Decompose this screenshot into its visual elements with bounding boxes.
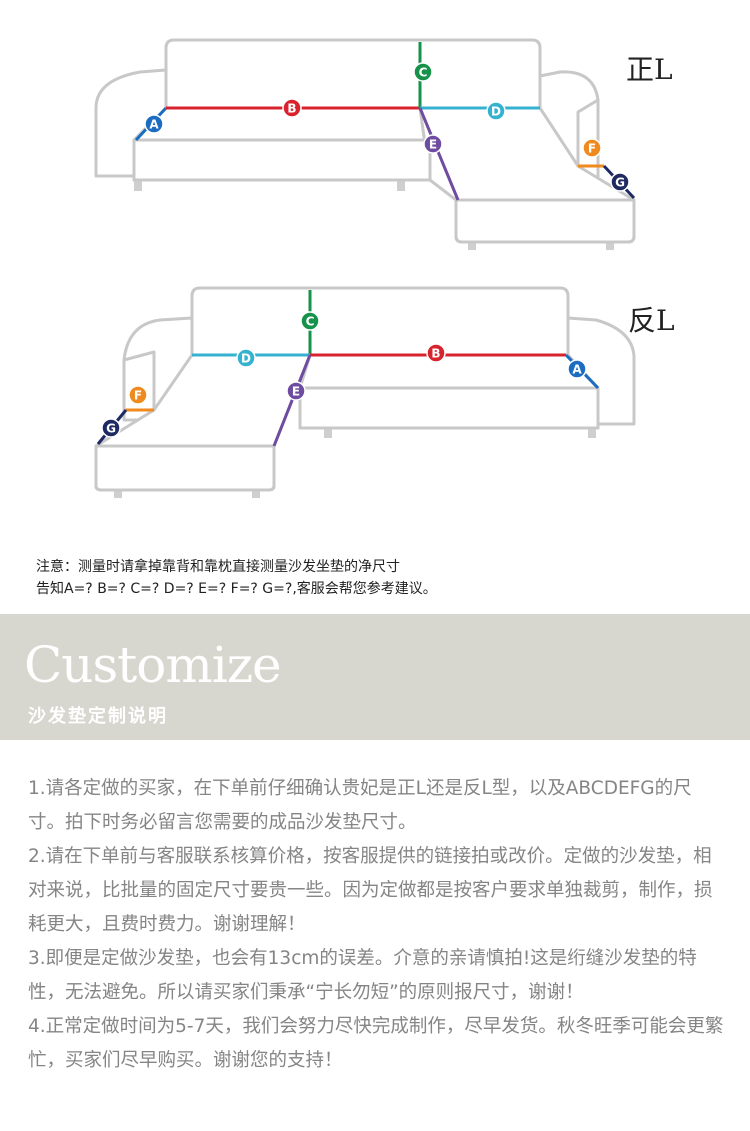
marker-d: D [486,101,506,121]
svg-text:E: E [292,385,300,399]
sofa-leg [134,176,142,191]
banner-subtitle: 沙发垫定制说明 [28,706,168,727]
svg-text:F: F [588,142,596,156]
sofa-leg [588,424,596,438]
svg-text:A: A [572,363,582,377]
svg-text:C: C [419,66,428,80]
sofa-diagram-left-l: C D B A E F G 反L [94,286,675,498]
label-left-l: 反L [628,304,675,337]
label-right-l: 正L [626,53,673,86]
banner-title: Customize [24,636,282,694]
instruction-3: 3.即便是定做沙发垫，也会有13cm的误差。介意的亲请慎拍!这是绗缝沙发垫的特性… [28,948,697,1003]
marker-a: A [144,114,164,134]
measure-note: 注意：测量时请拿掉靠背和靠枕直接测量沙发坐垫的净尺寸 [36,559,400,575]
instruction-4: 4.正常定做时间为5-7天，我们会努力尽快完成制作，尽早发货。秋冬旺季可能会更繁… [28,1016,724,1071]
marker-f: F [582,138,602,158]
svg-text:D: D [241,352,251,366]
marker-b: B [426,343,446,363]
svg-text:C: C [306,315,315,329]
sofa-diagrams: A B C D E F G 正L [94,38,675,498]
svg-text:E: E [429,138,437,152]
dimension-request-note: 告知A=? B=? C=? D=? E=? F=? G=?,客服会帮您参考建议。 [36,581,437,597]
marker-c: C [413,62,433,82]
svg-text:B: B [431,347,440,361]
sofa-leg [397,176,405,191]
custom-instructions: 1.请各定做的买家，在下单前仔细确认贵妃是正L还是反L型，以及ABCDEFG的尺… [28,772,728,1078]
marker-d: D [236,348,256,368]
svg-text:G: G [615,176,625,190]
marker-e: E [423,134,443,154]
marker-c: C [300,311,320,331]
marker-b: B [282,98,302,118]
instruction-1: 1.请各定做的买家，在下单前仔细确认贵妃是正L还是反L型，以及ABCDEFG的尺… [28,778,692,833]
sofa-leg [324,424,332,438]
svg-text:B: B [287,102,296,116]
marker-a: A [567,359,587,379]
svg-text:F: F [134,389,142,403]
instruction-2: 2.请在下单前与客服联系核算价格，按客服提供的链接拍或改价。定做的沙发垫，相对来… [28,846,713,935]
marker-f: F [128,385,148,405]
marker-g: G [101,418,121,438]
marker-e: E [286,381,306,401]
svg-text:D: D [491,105,501,119]
marker-g: G [610,172,630,192]
sofa-diagram-right-l: A B C D E F G 正L [94,38,673,250]
svg-text:A: A [149,118,159,132]
svg-text:G: G [106,422,116,436]
customize-banner: Customize 沙发垫定制说明 [0,614,750,740]
